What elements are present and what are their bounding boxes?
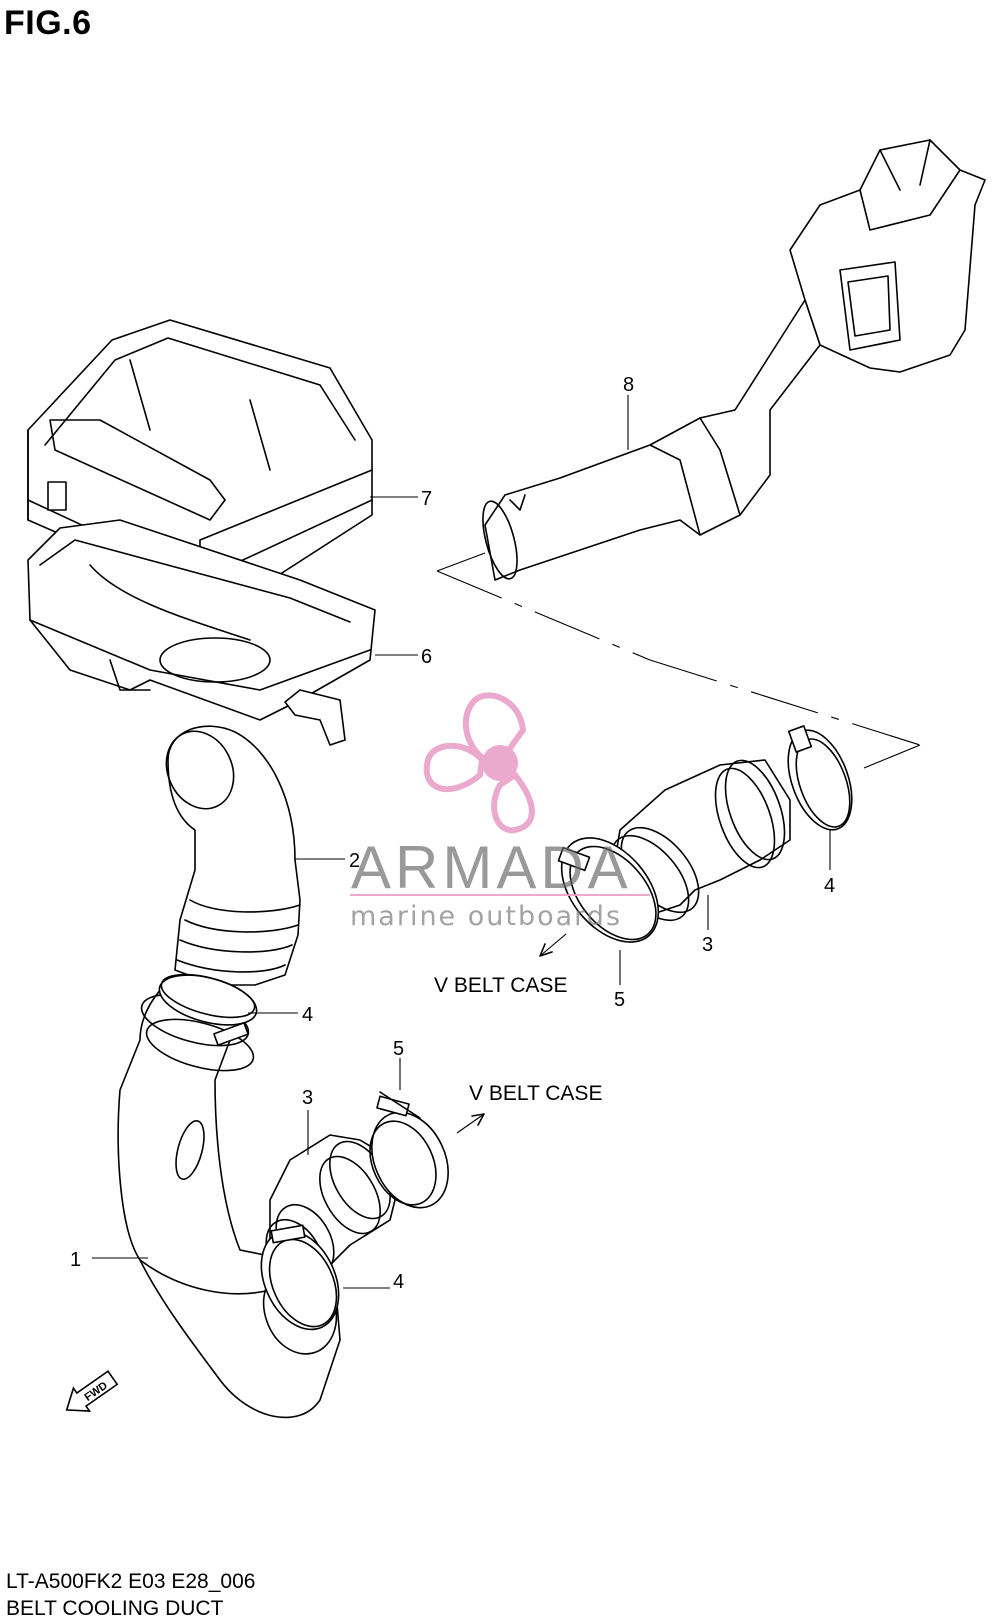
model-code-label: LT-A500FK2 E03 E28_006 (6, 1570, 256, 1593)
watermark-brand: ARMADA (351, 834, 632, 901)
watermark-tagline: marine outboards (350, 901, 622, 932)
note-v-belt-case-upper: V BELT CASE (434, 974, 567, 997)
callout-4-upper-right: 4 (824, 875, 835, 897)
callout-7: 7 (421, 488, 432, 510)
callout-3-lower: 3 (302, 1087, 313, 1109)
v-belt-case-arrows (456, 933, 567, 1134)
assembly-name-label: BELT COOLING DUCT (6, 1597, 224, 1620)
callout-5-lower: 5 (393, 1038, 404, 1060)
callout-1: 1 (70, 1249, 81, 1271)
connector-hose-upper-part (610, 759, 791, 922)
hose-clamp-lower-part (260, 1224, 340, 1331)
callout-2: 2 (349, 850, 360, 872)
callout-8: 8 (623, 374, 634, 396)
callout-5-upper: 5 (614, 989, 625, 1011)
leader-lines (92, 395, 831, 1289)
callout-3-upper: 3 (702, 934, 713, 956)
connection-reference-lines (436, 552, 921, 769)
hose-clamp-large-upper-part (557, 837, 660, 943)
hose-clamp-middle-part (158, 973, 258, 1046)
air-box-base-part (27, 519, 376, 746)
elbow-hose-part (165, 725, 301, 986)
cooling-intake-duct-part (482, 139, 986, 581)
callout-4-middle: 4 (302, 1004, 313, 1026)
fwd-arrow-icon: FWD (65, 1370, 119, 1412)
callout-4-lower: 4 (393, 1271, 404, 1293)
note-v-belt-case-lower: V BELT CASE (469, 1082, 602, 1105)
hose-clamp-upper-right-part (787, 725, 853, 831)
figure-title: FIG.6 (4, 4, 92, 42)
callout-6: 6 (421, 646, 432, 668)
hose-clamp-large-lower-part (369, 1091, 449, 1209)
armada-watermark: ARMADA marine outboards (350, 692, 650, 932)
propeller-logo-icon (423, 692, 535, 834)
